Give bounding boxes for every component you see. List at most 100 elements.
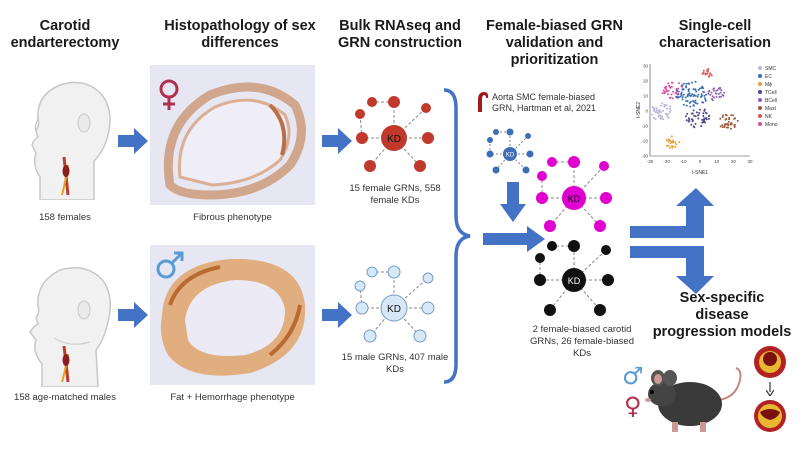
tsne-point xyxy=(664,104,667,107)
tsne-point xyxy=(724,118,727,121)
tsne-point xyxy=(693,93,696,96)
tsne-point xyxy=(658,109,661,112)
arrow-right-icon xyxy=(483,226,545,252)
tsne-point xyxy=(694,102,697,104)
tsne-point xyxy=(685,100,688,102)
tsne-point xyxy=(700,125,703,128)
tsne-x-tick: -30 xyxy=(647,159,654,164)
tsne-point xyxy=(728,118,731,121)
tsne-point xyxy=(688,94,691,97)
tsne-point xyxy=(705,112,708,115)
tsne-point xyxy=(718,92,720,95)
kd-label: KD xyxy=(568,276,581,286)
tsne-point xyxy=(726,122,729,125)
tsne-point xyxy=(694,94,697,97)
tsne-x-tick: 30 xyxy=(747,159,753,164)
tsne-point xyxy=(688,82,691,85)
arrow-right-icon xyxy=(118,302,148,328)
tsne-legend-swatch xyxy=(758,98,762,102)
tsne-point xyxy=(701,118,704,121)
tsne-point xyxy=(660,111,663,114)
tsne-point xyxy=(702,112,705,115)
tsne-point xyxy=(696,95,699,98)
tsne-point xyxy=(691,120,694,123)
tsne-point xyxy=(715,89,718,92)
tsne-legend-label: NK xyxy=(765,114,773,120)
fat-hemorrhage-histology-image xyxy=(150,245,315,385)
tsne-point xyxy=(665,85,668,88)
tsne-legend-swatch xyxy=(758,122,762,126)
tsne-point xyxy=(655,107,658,110)
tsne-point xyxy=(705,118,708,121)
tsne-point xyxy=(692,109,695,112)
tsne-point xyxy=(718,95,721,98)
tsne-point xyxy=(707,92,710,95)
tsne-point xyxy=(663,90,666,93)
tsne-point xyxy=(690,123,693,126)
tsne-point xyxy=(709,93,712,96)
tsne-point xyxy=(674,141,677,144)
tsne-point xyxy=(725,114,728,117)
tsne-legend-label: Mϕ xyxy=(765,82,772,88)
tsne-point xyxy=(705,93,708,96)
tsne-point xyxy=(723,126,726,128)
kd-label: KD xyxy=(506,153,515,159)
tsne-point xyxy=(675,87,678,90)
tsne-point xyxy=(697,93,700,96)
tsne-point xyxy=(654,118,657,121)
tsne-point xyxy=(691,81,694,84)
header-carotid-endarterectomy: Carotid endarterectomy xyxy=(10,18,120,51)
caption-aorta-smc-grn: Aorta SMC female-biased GRN, Hartman et … xyxy=(492,92,597,113)
tsne-legend-swatch xyxy=(758,106,762,110)
tsne-point xyxy=(706,70,709,73)
tsne-point xyxy=(685,86,688,89)
caption-fat-hemorrhage-phenotype: Fat + Hemorrhage phenotype xyxy=(170,392,295,403)
tsne-point xyxy=(682,82,685,85)
tsne-point xyxy=(720,95,723,98)
tsne-point xyxy=(677,96,680,99)
tsne-point xyxy=(661,117,664,120)
tsne-point xyxy=(662,89,665,92)
tsne-legend-swatch xyxy=(758,90,762,94)
tsne-point xyxy=(661,102,664,105)
tsne-y-tick: -20 xyxy=(641,139,648,144)
tsne-point xyxy=(710,97,713,100)
tsne-point xyxy=(721,124,724,127)
tsne-point xyxy=(668,111,671,113)
tsne-point xyxy=(732,114,735,117)
tsne-legend-label: Mono xyxy=(765,122,778,128)
tsne-point xyxy=(734,117,737,120)
tsne-point xyxy=(669,139,671,142)
tsne-point xyxy=(704,73,707,76)
male-head-illustration xyxy=(29,267,111,387)
tsne-point xyxy=(693,114,696,117)
tsne-point xyxy=(695,90,698,93)
caption-158-females: 158 females xyxy=(39,212,91,223)
tsne-point xyxy=(670,81,673,84)
tsne-point xyxy=(692,125,695,128)
tsne-y-tick: 30 xyxy=(643,64,649,69)
tsne-point xyxy=(659,117,662,120)
tsne-point xyxy=(654,111,657,114)
tsne-point xyxy=(727,120,730,123)
tsne-points xyxy=(651,68,739,149)
tsne-point xyxy=(666,114,668,117)
arrow-down-icon xyxy=(766,382,774,396)
header-bulk-rnaseq: Bulk RNAseq and GRN construction xyxy=(337,18,463,51)
tsne-point xyxy=(653,107,656,110)
tsne-point xyxy=(667,93,669,96)
tsne-point xyxy=(667,112,670,115)
tsne-point xyxy=(700,93,703,96)
tsne-point xyxy=(671,97,674,100)
tsne-point xyxy=(722,94,725,97)
female-symbol-icon xyxy=(159,79,179,110)
tsne-point xyxy=(701,73,704,75)
tsne-point xyxy=(696,102,699,105)
tsne-point xyxy=(681,96,684,98)
tsne-point xyxy=(713,96,715,99)
tsne-point xyxy=(659,114,662,117)
tsne-legend-swatch xyxy=(758,74,762,78)
tsne-point xyxy=(694,99,697,102)
header-disease-models: Sex-specific disease progression models xyxy=(652,290,792,340)
